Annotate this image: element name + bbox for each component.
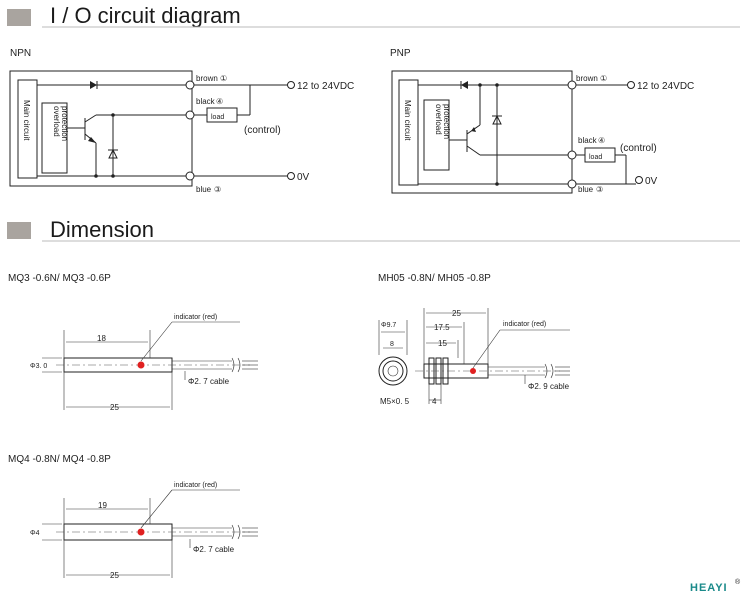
section-title-io: I / O circuit diagram <box>50 3 241 28</box>
svg-text:25: 25 <box>110 571 119 580</box>
svg-text:Φ9.7: Φ9.7 <box>381 322 396 329</box>
svg-text:Φ4: Φ4 <box>30 530 40 537</box>
svg-text:25: 25 <box>110 403 119 412</box>
svg-text:Φ3. 0: Φ3. 0 <box>30 363 47 370</box>
mh05-drawing: MH05 -0.8N/ MH05 -0.8P Φ9.7 8 25 17.5 <box>378 273 570 406</box>
svg-text:18: 18 <box>97 334 106 343</box>
svg-text:Φ2. 7 cable: Φ2. 7 cable <box>188 377 230 386</box>
svg-text:Main circuit: Main circuit <box>403 100 412 141</box>
svg-text:③: ③ <box>214 185 221 194</box>
svg-text:0V: 0V <box>645 176 658 187</box>
svg-text:Φ2. 9 cable: Φ2. 9 cable <box>528 382 570 391</box>
pnp-circuit: PNP Main circuit overload protection bro… <box>390 48 694 194</box>
svg-text:③: ③ <box>596 185 603 194</box>
npn-vdc: 12 to 24VDC <box>297 81 354 92</box>
svg-text:15: 15 <box>438 339 447 348</box>
svg-text:25: 25 <box>452 309 461 318</box>
svg-text:load: load <box>589 154 602 161</box>
svg-text:④: ④ <box>598 136 605 145</box>
svg-text:④: ④ <box>216 97 223 106</box>
pnp-vdc: 12 to 24VDC <box>637 81 694 92</box>
svg-text:Φ2. 7 cable: Φ2. 7 cable <box>193 545 235 554</box>
svg-text:indicator (red): indicator (red) <box>503 321 546 328</box>
mq4-drawing: MQ4 -0.8N/ MQ4 -0.8P 19 25 Φ4 indicator … <box>8 454 258 580</box>
npn-main-circuit-box <box>17 79 38 179</box>
svg-text:blue: blue <box>196 185 212 194</box>
svg-text:black: black <box>196 97 216 106</box>
svg-text:(control): (control) <box>620 143 657 154</box>
svg-text:indicator (red): indicator (red) <box>174 482 217 489</box>
brand-mark: ® <box>735 578 741 586</box>
svg-text:M5×0. 5: M5×0. 5 <box>380 397 410 406</box>
svg-text:①: ① <box>220 74 227 83</box>
npn-circuit: NPN Main circuit overload protection bro… <box>9 48 354 194</box>
svg-text:load: load <box>211 114 224 121</box>
svg-text:black: black <box>578 136 598 145</box>
mh05-model: MH05 -0.8N/ MH05 -0.8P <box>378 273 491 284</box>
svg-text:brown: brown <box>576 74 598 83</box>
section-marker <box>7 222 31 239</box>
svg-text:indicator (red): indicator (red) <box>174 314 217 321</box>
svg-text:8: 8 <box>390 341 394 348</box>
npn-overload-box <box>41 102 68 174</box>
svg-text:protection: protection <box>442 104 451 139</box>
npn-main-circuit-text: Main circuit <box>22 100 31 141</box>
npn-label: NPN <box>10 48 31 59</box>
svg-text:blue: blue <box>578 185 594 194</box>
mh05-indicator <box>470 368 476 374</box>
pnp-label: PNP <box>390 48 411 59</box>
mh05-end-view <box>378 356 408 386</box>
svg-text:brown: brown <box>196 74 218 83</box>
section-title-dimension: Dimension <box>50 217 154 242</box>
section-marker <box>7 9 31 26</box>
svg-text:overload: overload <box>434 104 443 135</box>
svg-text:0V: 0V <box>297 172 310 183</box>
mq3-model: MQ3 -0.6N/ MQ3 -0.6P <box>8 273 111 284</box>
svg-text:19: 19 <box>98 501 107 510</box>
mq4-model: MQ4 -0.8N/ MQ4 -0.8P <box>8 454 111 465</box>
svg-text:4: 4 <box>432 397 437 406</box>
mq4-indicator <box>137 528 145 536</box>
svg-text:①: ① <box>600 74 607 83</box>
svg-text:overload: overload <box>52 106 61 137</box>
brand-logo: HEAYI <box>690 582 728 594</box>
mq3-indicator <box>137 361 145 369</box>
svg-text:(control): (control) <box>244 125 281 136</box>
svg-text:protection: protection <box>60 106 69 141</box>
svg-text:17.5: 17.5 <box>434 323 450 332</box>
mq3-drawing: MQ3 -0.6N/ MQ3 -0.6P 18 25 Φ3. 0 indicat… <box>8 273 258 412</box>
